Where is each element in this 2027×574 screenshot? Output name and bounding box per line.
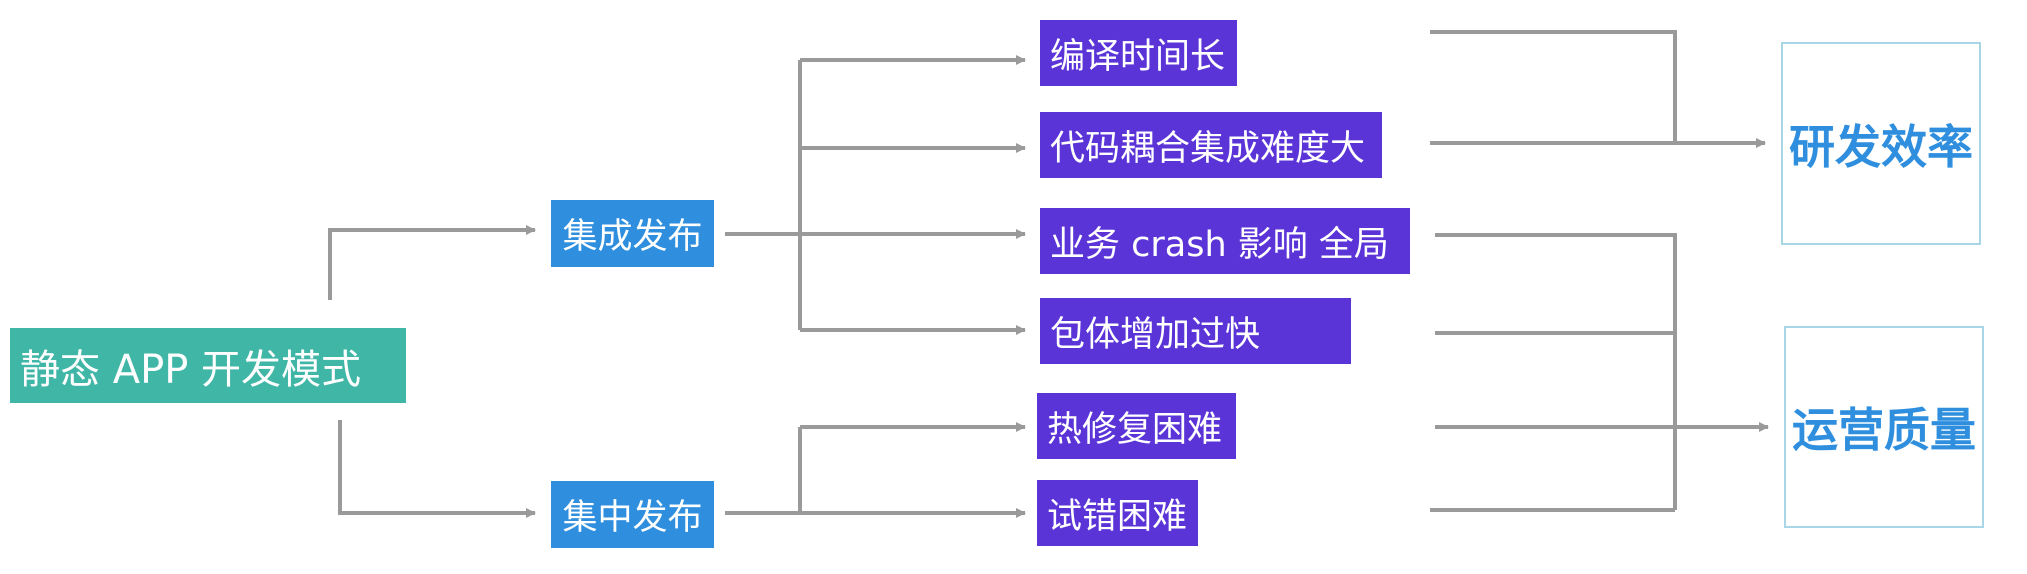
root-node-label: 静态 APP 开发模式 — [20, 346, 362, 393]
connector-root-to-category-1 — [328, 225, 536, 300]
problem-node-label: 包体增加过快 — [1050, 314, 1261, 355]
category-node-label: 集成发布 — [562, 217, 703, 257]
problem-node-label: 代码耦合集成难度大 — [1050, 128, 1366, 169]
outcome-node-rd-efficiency: 研发效率 — [1781, 42, 1981, 245]
category-node-integrated-release: 集成发布 — [551, 200, 714, 267]
root-node: 静态 APP 开发模式 — [10, 328, 406, 403]
outcome-node-label: 运营质量 — [1792, 403, 1976, 457]
problem-node-label: 试错困难 — [1047, 496, 1188, 537]
connector-root-to-category-2 — [338, 420, 536, 518]
problem-node-label: 业务 crash 影响 全局 — [1050, 224, 1389, 265]
problem-node-hotfix: 热修复困难 — [1037, 393, 1236, 459]
category-node-label: 集中发布 — [562, 498, 703, 538]
outcome-node-label: 研发效率 — [1789, 119, 1973, 174]
problem-node-package-size: 包体增加过快 — [1040, 298, 1351, 364]
problem-node-label: 编译时间长 — [1050, 36, 1226, 77]
problem-node-label: 热修复困难 — [1047, 409, 1223, 450]
connector-problem-3-out — [1435, 233, 1677, 510]
connector-problem-1-out — [1430, 30, 1677, 143]
problem-node-code-coupling: 代码耦合集成难度大 — [1040, 112, 1382, 178]
problem-node-compile-time: 编译时间长 — [1040, 20, 1237, 86]
category-node-centralized-release: 集中发布 — [551, 481, 714, 548]
problem-node-trial-error: 试错困难 — [1037, 480, 1198, 546]
outcome-node-operation-quality: 运营质量 — [1784, 326, 1984, 528]
problem-node-crash-impact: 业务 crash 影响 全局 — [1040, 208, 1410, 274]
